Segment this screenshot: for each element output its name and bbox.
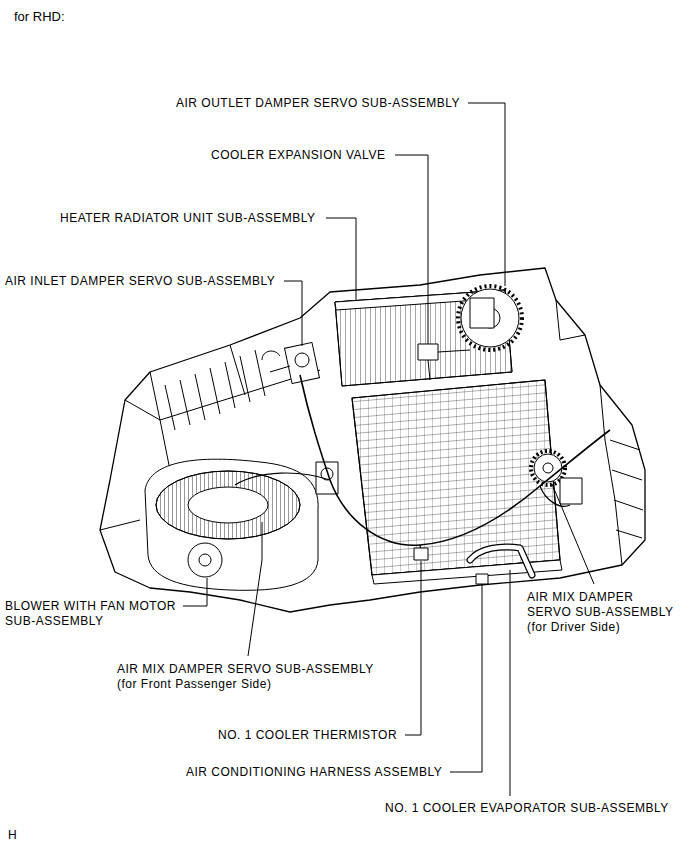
expansion-valve — [418, 344, 470, 380]
leader-line — [510, 570, 511, 796]
driver-gear — [534, 454, 562, 482]
servo-body — [285, 342, 320, 383]
part-label: AIR CONDITIONING HARNESS ASSEMBLY — [186, 765, 442, 780]
leader-line — [450, 585, 482, 772]
unit-housing — [100, 268, 645, 612]
outlet-gear-teeth — [458, 286, 522, 350]
driver-servo-body — [560, 478, 582, 504]
diagram-title: for RHD: — [14, 9, 65, 25]
leader-line — [552, 484, 594, 584]
part-label: AIR OUTLET DAMPER SERVO SUB-ASSEMBLY — [176, 96, 460, 111]
right-duct-ribs — [610, 440, 643, 538]
leader-line — [468, 103, 505, 286]
valve-pipe — [428, 350, 470, 380]
outlet-gear — [461, 289, 519, 347]
refrigerant-pipe-outer — [470, 547, 532, 575]
leader-line — [284, 281, 302, 346]
leader-line — [395, 155, 428, 344]
air-inlet-servo — [262, 342, 319, 383]
leader-line — [248, 522, 262, 656]
part-label: NO. 1 COOLER THERMISTOR — [218, 728, 397, 743]
part-label: BLOWER WITH FAN MOTOR SUB-ASSEMBLY — [5, 599, 190, 629]
leader-line — [405, 561, 421, 735]
thermistor — [414, 548, 428, 560]
refrigerant-pipe-inner — [470, 547, 532, 575]
blower-hub — [188, 487, 268, 523]
leader-lines — [183, 103, 594, 796]
leader-line — [326, 218, 356, 300]
wire-harness-branch — [235, 473, 570, 552]
part-label: AIR MIX DAMPER SERVO SUB-ASSEMBLY (for D… — [527, 590, 678, 635]
servo-link — [262, 351, 290, 372]
part-label: NO. 1 COOLER EVAPORATOR SUB-ASSEMBLY — [385, 801, 669, 816]
illustration-group — [100, 268, 645, 612]
part-label: HEATER RADIATOR UNIT SUB-ASSEMBLY — [60, 211, 315, 226]
blower-fan — [156, 471, 300, 539]
leader-line — [183, 578, 207, 606]
part-label: COOLER EXPANSION VALVE — [211, 148, 385, 163]
part-label: AIR MIX DAMPER SERVO SUB-ASSEMBLY (for F… — [117, 662, 385, 692]
wire-harness — [300, 375, 610, 545]
air-outlet-servo — [458, 286, 522, 350]
part-label: H — [8, 828, 17, 843]
fan-motor — [188, 543, 222, 577]
valve-body — [418, 344, 438, 360]
driver-gear-hub — [543, 463, 553, 473]
harness-connector — [476, 574, 488, 584]
part-label: AIR INLET DAMPER SERVO SUB-ASSEMBLY — [5, 274, 275, 289]
outlet-servo-body — [470, 298, 494, 328]
evaporator-core — [352, 380, 560, 575]
evaporator-frame — [352, 380, 560, 575]
fan-motor-shaft — [199, 554, 211, 566]
blower-housing — [145, 459, 318, 590]
blower-fan-rim — [156, 471, 300, 539]
left-duct-fins — [165, 350, 265, 430]
servo-gear — [295, 353, 309, 367]
